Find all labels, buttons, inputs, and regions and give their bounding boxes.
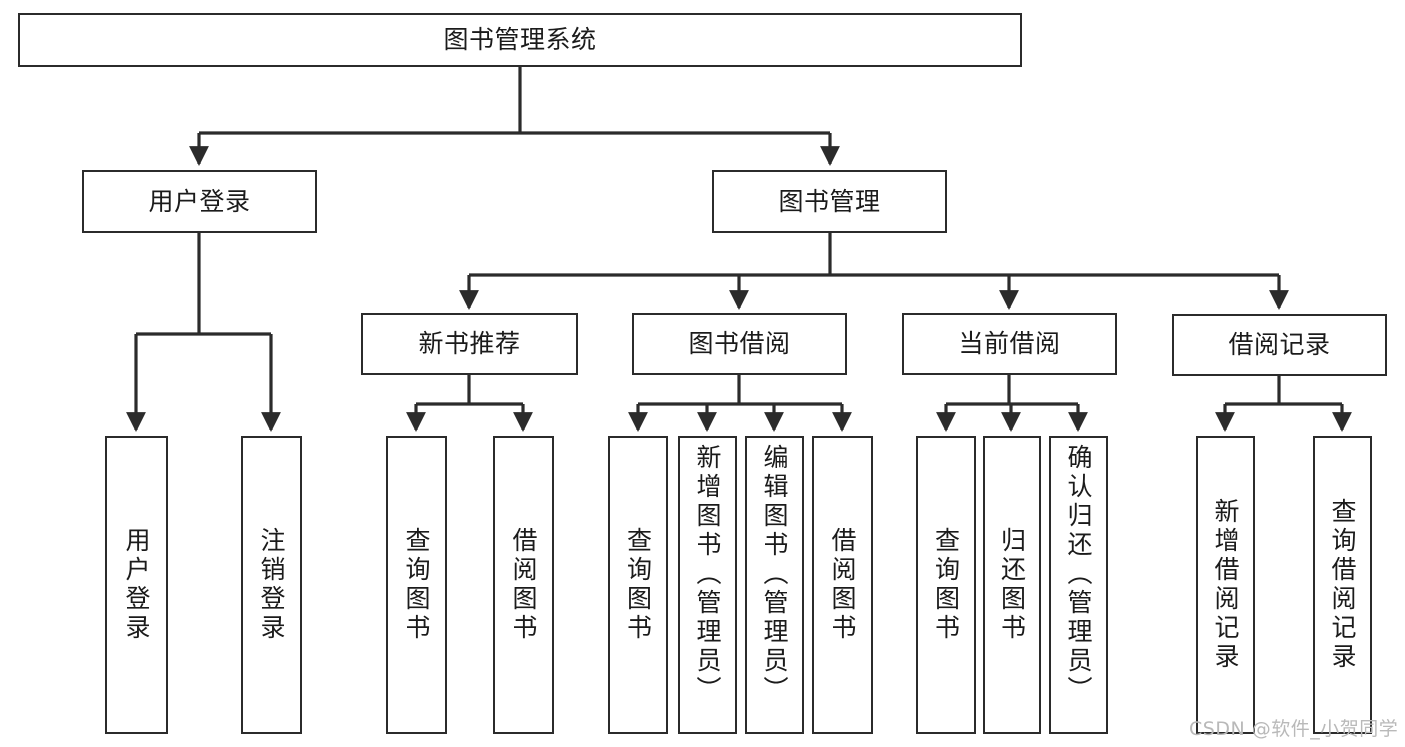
node-label: 借阅图书 xyxy=(828,527,857,643)
node-label: 借阅图书 xyxy=(509,527,538,643)
node-label: 当前借阅 xyxy=(958,329,1061,359)
node-label: 注销登录 xyxy=(257,527,286,643)
node-label: 用户登录 xyxy=(122,527,151,643)
leaf-current-return-book[interactable]: 归还图书 xyxy=(983,436,1041,734)
node-label: 用户登录 xyxy=(148,186,251,216)
node-label: 新增图书（管理员） xyxy=(693,444,722,705)
node-label: 图书借阅 xyxy=(688,329,791,359)
node-label: 查询图书 xyxy=(623,527,653,643)
node-label: 查询借阅记录 xyxy=(1328,498,1357,672)
leaf-borrow-edit-book-admin[interactable]: 编辑图书（管理员） xyxy=(745,436,804,734)
node-book-management[interactable]: 图书管理 xyxy=(712,170,947,233)
node-root-system[interactable]: 图书管理系统 xyxy=(18,13,1022,67)
node-borrow-records[interactable]: 借阅记录 xyxy=(1172,314,1387,376)
leaf-borrow-borrow-book[interactable]: 借阅图书 xyxy=(812,436,873,734)
leaf-new-book-borrow[interactable]: 借阅图书 xyxy=(493,436,554,734)
node-label: 新增借阅记录 xyxy=(1211,498,1240,672)
node-current-borrow[interactable]: 当前借阅 xyxy=(902,313,1117,375)
leaf-user-login-login[interactable]: 用户登录 xyxy=(105,436,168,734)
node-label: 图书管理系统 xyxy=(443,25,597,55)
node-label: 查询图书 xyxy=(402,527,431,643)
node-label: 编辑图书（管理员） xyxy=(760,444,789,705)
leaf-current-confirm-return-admin[interactable]: 确认归还（管理员） xyxy=(1049,436,1108,734)
node-label: 图书管理 xyxy=(778,186,881,216)
node-label: 确认归还（管理员） xyxy=(1064,444,1093,705)
node-label: 新书推荐 xyxy=(418,329,521,359)
leaf-new-book-query[interactable]: 查询图书 xyxy=(386,436,447,734)
watermark-text: CSDN @软件_小贺同学 xyxy=(1189,718,1399,740)
leaf-records-query-record[interactable]: 查询借阅记录 xyxy=(1313,436,1372,734)
node-label: 归还图书 xyxy=(997,527,1027,643)
leaf-borrow-query-book[interactable]: 查询图书 xyxy=(608,436,668,734)
node-label: 查询图书 xyxy=(931,527,961,643)
node-label: 借阅记录 xyxy=(1228,330,1331,360)
node-user-login[interactable]: 用户登录 xyxy=(82,170,317,233)
leaf-borrow-add-book-admin[interactable]: 新增图书（管理员） xyxy=(678,436,737,734)
leaf-user-login-logout[interactable]: 注销登录 xyxy=(241,436,302,734)
node-new-book-recommend[interactable]: 新书推荐 xyxy=(361,313,578,375)
leaf-records-add-record[interactable]: 新增借阅记录 xyxy=(1196,436,1255,734)
node-book-borrow[interactable]: 图书借阅 xyxy=(632,313,847,375)
leaf-current-query-book[interactable]: 查询图书 xyxy=(916,436,976,734)
